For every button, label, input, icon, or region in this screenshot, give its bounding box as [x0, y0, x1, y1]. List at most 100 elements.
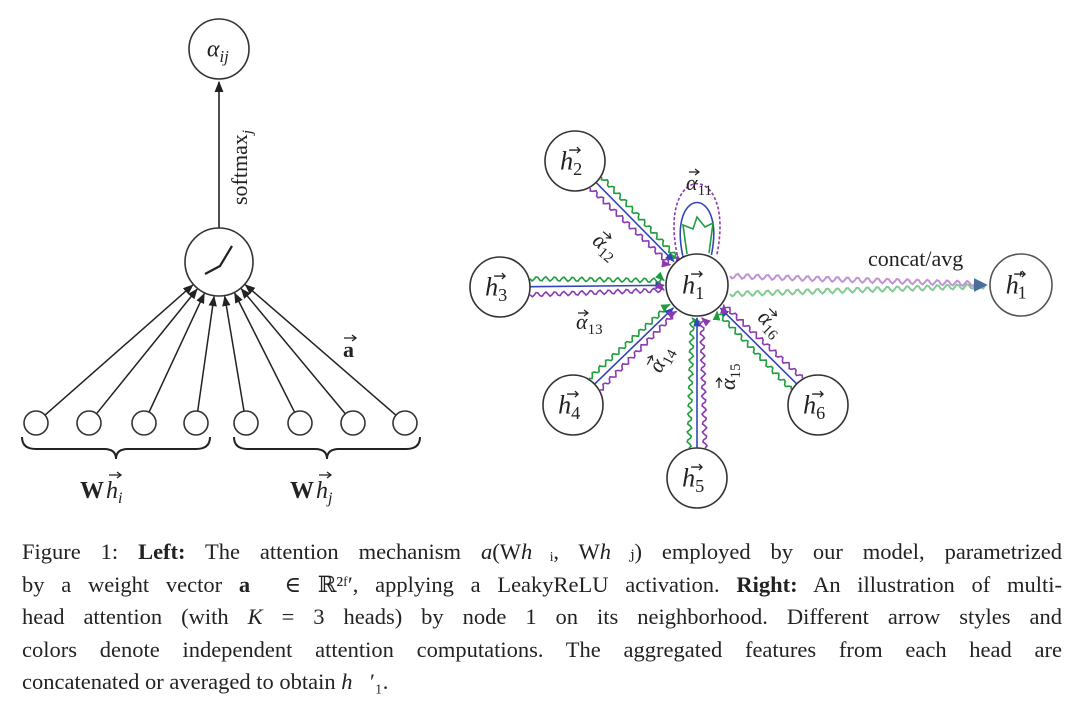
caption-line: colors denote independent attention comp… [22, 634, 1062, 667]
caption-text: ⱼ) employed by our model, parametrized [628, 539, 1062, 564]
caption-line: Figure 1: Left: The attention mechanism … [22, 536, 1062, 569]
brace-hi [21, 436, 211, 460]
weight-matrix: W [80, 478, 104, 504]
figure-caption: Figure 1: Left: The attention mechanism … [22, 536, 1062, 699]
input-arrow [95, 288, 198, 415]
caption-text: ′₁. [369, 669, 389, 694]
node-h3 [469, 256, 531, 318]
purple-head-arrow [698, 317, 711, 449]
label-subscript: 5 [695, 476, 704, 496]
green-head-self-loop [682, 215, 714, 255]
multi-head-attention-diagram: h2α12h3α13h4α14h5α15h6α16α11concat/avgh1… [469, 130, 1053, 509]
input-arrow [244, 284, 397, 416]
caption-text: a [480, 539, 493, 564]
input-feature-node [340, 410, 366, 436]
vector-arrow-icon [109, 471, 123, 479]
purple-head-arrow [719, 303, 804, 379]
softmax-label: softmaxj [227, 130, 256, 205]
label-subscript: 4 [571, 403, 580, 423]
attention-coefficient-label: α14 [643, 341, 681, 379]
input-arrow [222, 295, 245, 412]
label-subscript: ij [219, 47, 229, 66]
green-head-arrow [600, 176, 679, 261]
node-h6-label: h6 [803, 390, 825, 423]
vector-arrow-icon [569, 146, 581, 154]
vector-arrow-icon [578, 309, 589, 317]
input-arrow [148, 292, 205, 413]
alpha-text: α14 [643, 341, 681, 379]
caption-line: concatenated or averaged to obtain h⃗′₁. [22, 666, 1062, 699]
caption-text: h⃗ [520, 539, 550, 564]
blue-head-self-loop [679, 201, 715, 265]
leakyrelu-icon [204, 245, 233, 275]
concat-avg-label: concat/avg [868, 246, 963, 271]
vector-arrow-icon [691, 270, 703, 278]
concat-avg-output-arrow [729, 272, 988, 298]
edge-h4-to-h1 [588, 303, 678, 391]
caption-text: ∈ ℝ²ᶠ′, applying a LeakyReLU activation. [267, 571, 737, 597]
input-arrow [240, 288, 346, 415]
alpha-subscript: 11 [698, 183, 712, 199]
attention-coefficient-label: α13 [576, 309, 603, 338]
caption-text: a⃗ [238, 571, 268, 597]
vector-arrow-icon [494, 272, 506, 280]
green-head-arrow [686, 317, 702, 449]
input-feature-node [76, 410, 102, 436]
node-h1-label: h1 [682, 270, 704, 303]
caption-text: ᵢ, W [549, 539, 600, 564]
blue-head-arrow [595, 181, 675, 263]
vector-arrow-icon [646, 354, 654, 365]
caption-line: head attention (with K = 3 heads) by nod… [22, 601, 1062, 634]
node-h6 [787, 374, 849, 436]
leakyrelu-activation-node [184, 227, 254, 297]
edge-h5-to-h1 [686, 317, 711, 449]
attention-coefficient-label: α15 [715, 363, 744, 390]
caption-text: K [247, 604, 263, 629]
alpha-output-node [188, 18, 250, 80]
subscript: i [118, 490, 122, 507]
green-head-arrow [712, 310, 793, 390]
input-arrow [196, 295, 217, 412]
softmax-text: softmax [227, 134, 252, 205]
attention-coefficient-label: α12 [588, 227, 616, 266]
vector-arrow-icon [812, 390, 824, 398]
vector-arrow-icon [1014, 270, 1026, 278]
alpha-11-label: α11 [686, 170, 712, 199]
Whi-label: Whi [80, 478, 122, 507]
caption-text: concatenated or averaged to obtain [22, 669, 342, 694]
alpha: α [686, 170, 698, 195]
brace-hj [233, 436, 421, 460]
caption-text: An illustration of multi- [797, 571, 1062, 597]
caption-text: h⃗ [341, 669, 370, 694]
caption-line: by a weight vector a⃗ ∈ ℝ²ᶠ′, applying a… [22, 569, 1062, 602]
input-feature-node [183, 410, 209, 436]
caption-text: Right: [736, 571, 798, 597]
input-arrow [44, 284, 194, 416]
label-subscript: 1 [695, 283, 704, 303]
label-subscript: 1 [1018, 283, 1027, 303]
node-h5 [666, 447, 728, 509]
node-h1-prime [989, 253, 1053, 317]
blue-head-arrow [719, 307, 798, 385]
caption-text: head attention (with [22, 604, 248, 629]
node-h2-label: h2 [560, 146, 582, 179]
input-feature-node [233, 410, 259, 436]
input-arrow [234, 292, 296, 413]
green-output-wave [729, 282, 986, 298]
caption-text: colors denote independent attention comp… [22, 636, 1062, 662]
Whj-label: Whj [290, 478, 333, 507]
edge-h3-to-h1 [529, 271, 665, 298]
edge-h6-to-h1 [712, 303, 804, 390]
vector-arrow-icon [689, 168, 700, 176]
caption-text: by a weight vector [22, 571, 239, 597]
caption-text: h⃗ [599, 539, 629, 564]
alpha-subscript: 14 [660, 347, 681, 368]
input-feature-node [287, 410, 313, 436]
vector-arrow-icon [344, 334, 358, 342]
weight-matrix: W [290, 478, 314, 504]
input-feature-node [392, 410, 418, 436]
prime: ′ [1019, 268, 1024, 291]
alpha-subscript: 13 [588, 322, 603, 338]
vector-arrow-icon [715, 377, 723, 388]
